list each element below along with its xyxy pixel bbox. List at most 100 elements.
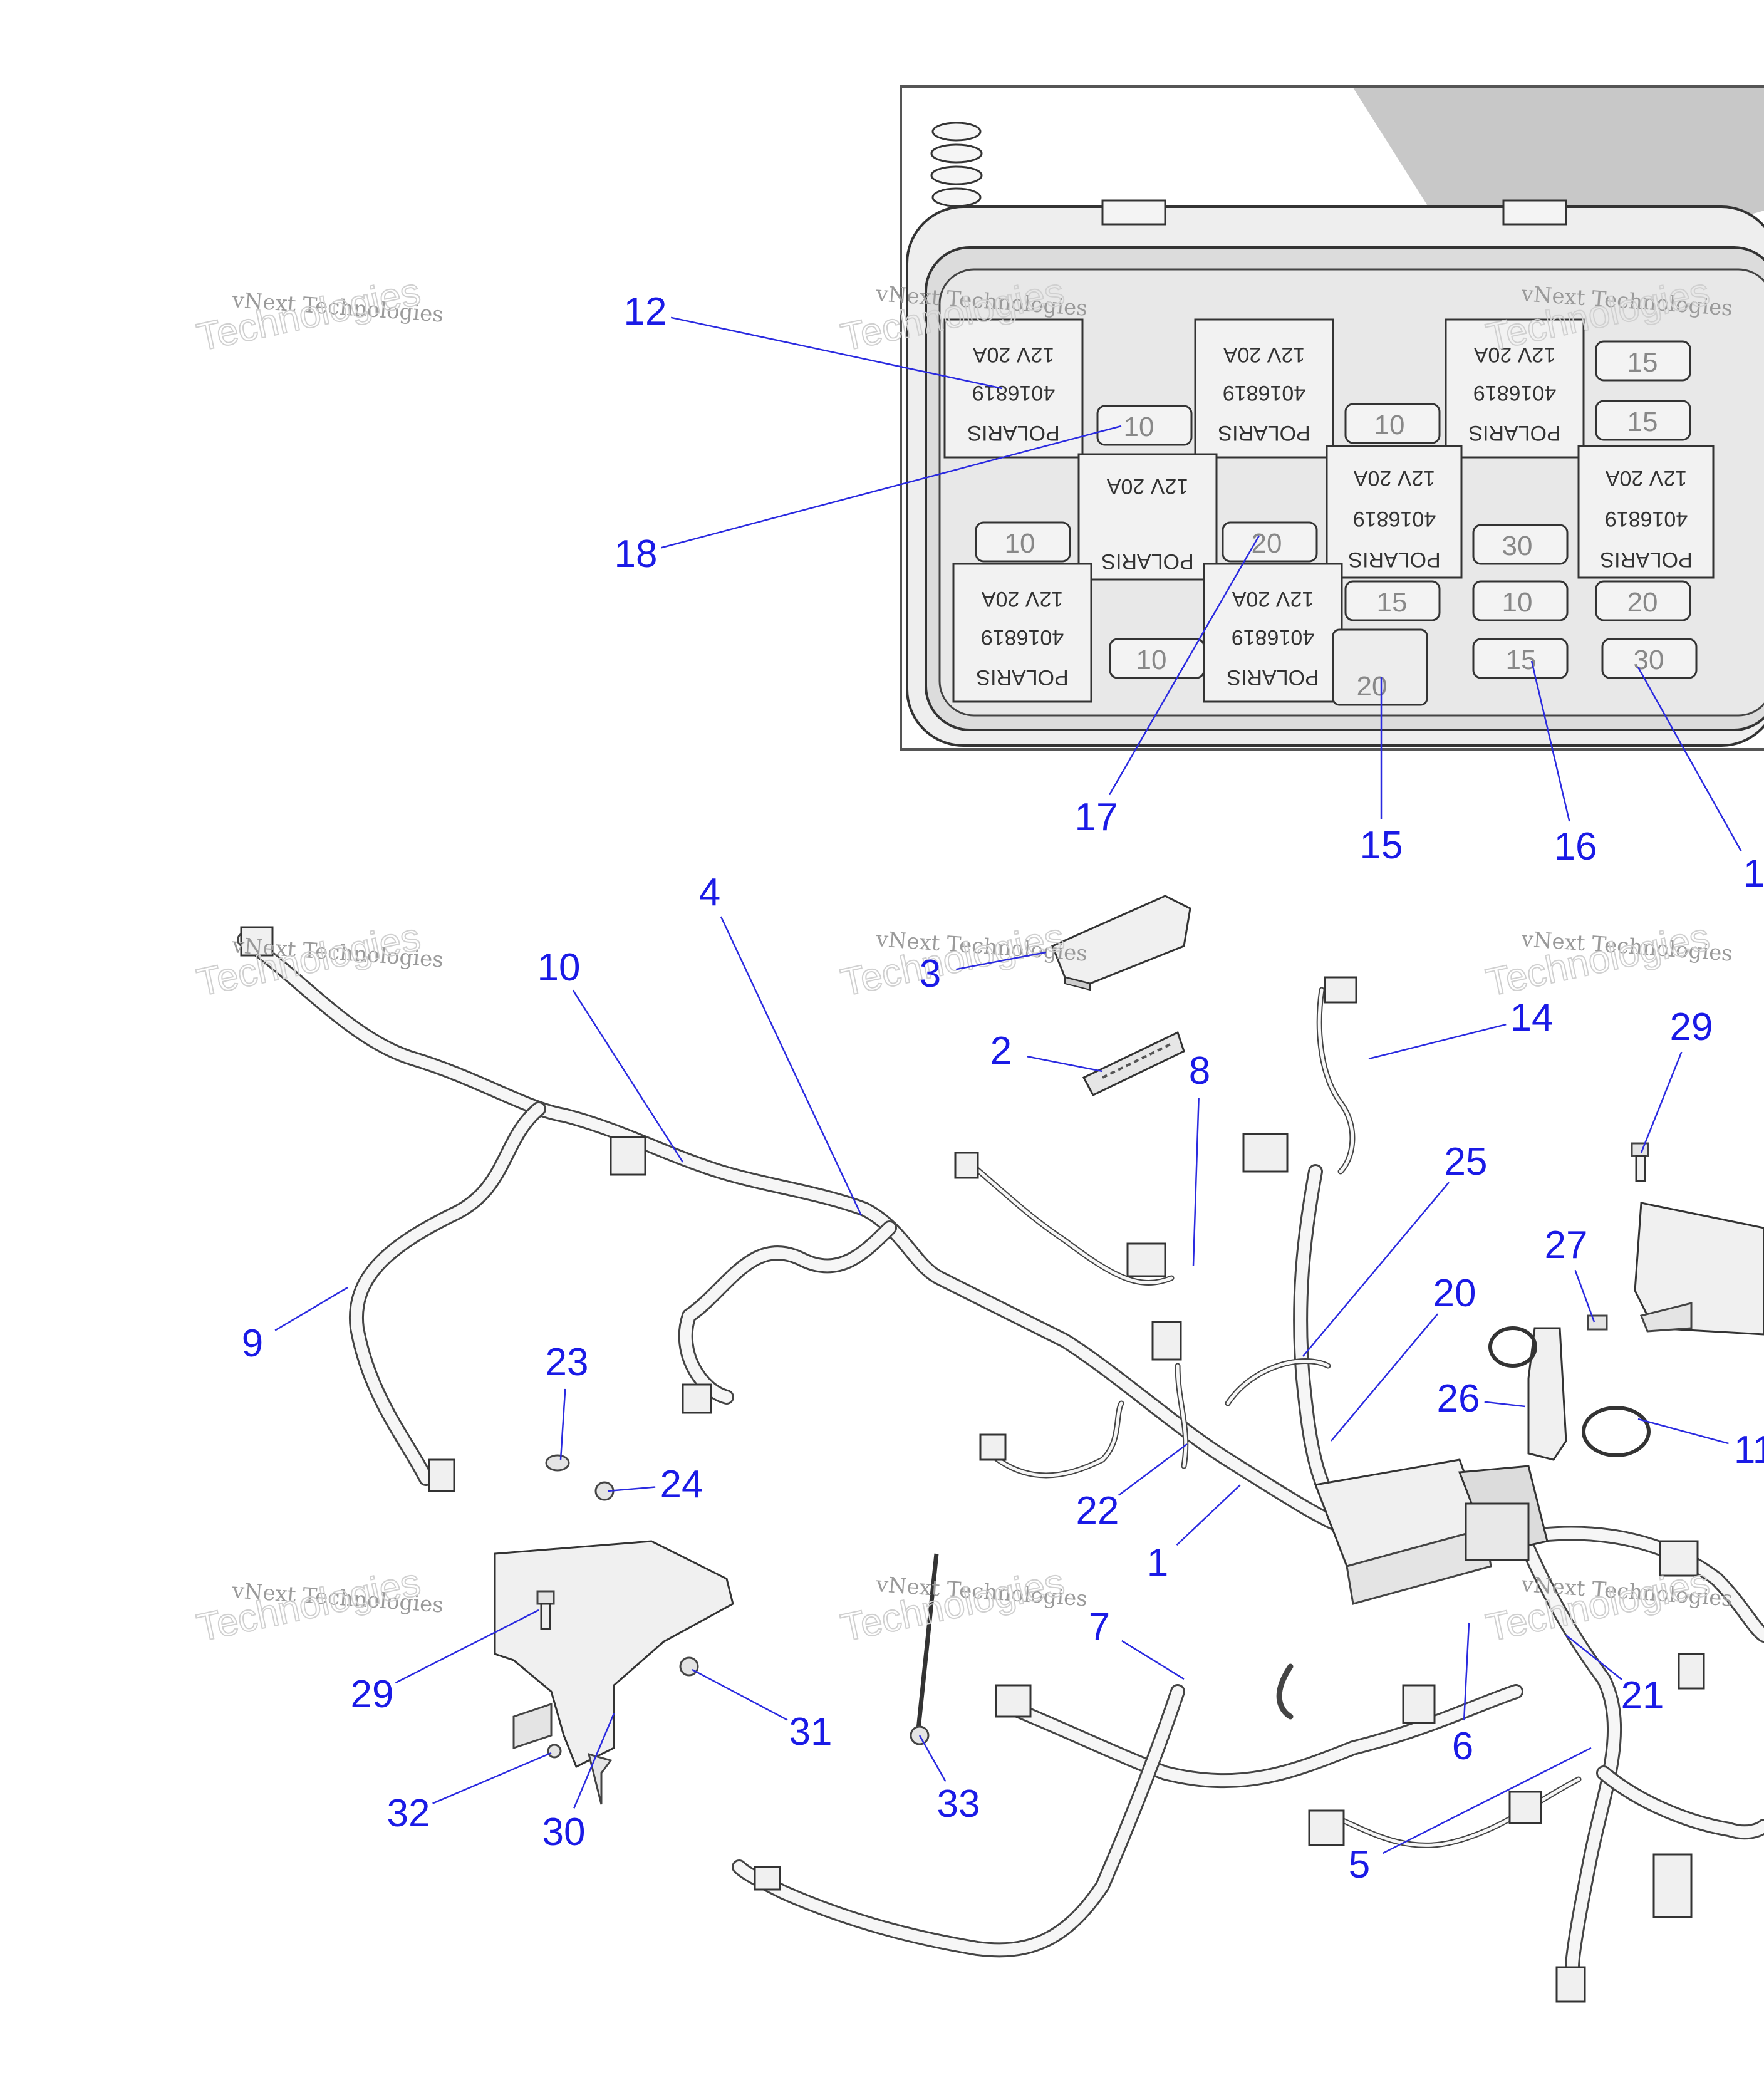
callout-6: 6 — [1452, 1622, 1473, 1768]
leader-line — [1637, 1418, 1729, 1445]
fuse: 20 — [1222, 521, 1318, 563]
callout-number: 3 — [920, 952, 941, 996]
callout-27: 27 — [1545, 1224, 1595, 1323]
callout-number: 29 — [1670, 1006, 1713, 1049]
fuse: 30 — [1472, 524, 1569, 565]
callout-number: 16 — [1554, 825, 1597, 868]
leader-line — [559, 1388, 566, 1460]
bolt-29-upper — [1631, 1142, 1649, 1182]
fuse: 30 — [1601, 638, 1698, 679]
callout-33: 33 — [918, 1735, 980, 1826]
relay-rating: 12V 20A — [1605, 466, 1687, 490]
fuse: 15 — [1595, 340, 1691, 382]
callout-7: 7 — [1089, 1605, 1185, 1680]
fuse-rating: 15 — [1627, 347, 1658, 378]
fuse: 20 — [1332, 628, 1428, 706]
callout-number: 26 — [1437, 1377, 1480, 1420]
relay-rating: 12V 20A — [972, 343, 1054, 367]
callout-number: 6 — [1452, 1725, 1473, 1768]
loop-tie-upper — [1488, 1326, 1537, 1368]
fuse-rating: 10 — [1124, 412, 1154, 442]
callout-1: 1 — [1147, 1484, 1241, 1584]
fuse-group: 15 15 10 10 10 20 30 20 10 15 20 10 15 3… — [975, 340, 1698, 706]
cover-part-upper-right — [1634, 1202, 1764, 1336]
callout-number: 18 — [615, 533, 658, 576]
callout-25: 25 — [1302, 1140, 1487, 1357]
callout-29: 29 — [351, 1609, 539, 1716]
harness-fuse-box — [1314, 1458, 1549, 1605]
leader-line — [720, 916, 863, 1216]
leader-line — [1118, 1443, 1188, 1496]
leader-line — [1463, 1622, 1470, 1721]
watermark-outline: Technologies — [194, 1561, 424, 1650]
relay-rating: 12V 20A — [1232, 587, 1314, 611]
callout-number: 5 — [1349, 1843, 1370, 1886]
relay-rating: 12V 20A — [1106, 474, 1188, 498]
housing-clip — [1101, 199, 1166, 226]
leader-line — [607, 1486, 656, 1492]
callout-number: 27 — [1545, 1224, 1588, 1267]
fuse-rating: 30 — [1502, 531, 1533, 561]
relay-brand: POLARIS — [976, 665, 1068, 689]
relay-rating: 12V 20A — [1353, 466, 1435, 490]
leader-line — [432, 1752, 552, 1804]
leader-line — [1302, 1182, 1450, 1357]
callout-26: 26 — [1437, 1377, 1526, 1420]
callout-17: 17 — [1075, 535, 1260, 839]
callout-14: 14 — [1368, 996, 1553, 1060]
callout-9: 9 — [242, 1286, 348, 1365]
watermark-outline: Technologies — [194, 270, 424, 360]
leader-line — [1530, 660, 1570, 822]
callout-10: 10 — [537, 946, 684, 1163]
callout-number: 12 — [624, 290, 667, 333]
callout-number: 23 — [546, 1341, 589, 1384]
relay-brand: POLARIS — [967, 421, 1059, 445]
screw-27 — [1587, 1314, 1608, 1331]
leader-line — [573, 1713, 615, 1809]
leader-line — [1382, 1747, 1592, 1854]
fuse-rating: 10 — [1136, 645, 1167, 675]
leader-line — [1484, 1401, 1526, 1408]
fuse-rating: 20 — [1357, 671, 1388, 702]
callout-30: 30 — [542, 1713, 615, 1854]
callout-number: 2 — [990, 1029, 1012, 1073]
fuse-rating: 30 — [1634, 645, 1664, 675]
leader-line — [1192, 1097, 1200, 1266]
leader-line — [395, 1609, 539, 1684]
leader-line — [1637, 667, 1742, 851]
relay-brand: POLARIS — [1218, 421, 1310, 445]
callout-number: 7 — [1089, 1605, 1110, 1648]
relay-part-number: 4016819 — [1353, 507, 1436, 531]
bracket-26 — [1527, 1327, 1567, 1461]
callout-number: 4 — [699, 871, 720, 914]
leader-line — [274, 1286, 348, 1331]
bolt-29-lower — [536, 1590, 555, 1630]
callout-20: 20 — [1331, 1272, 1476, 1442]
fuse-rating: 10 — [1005, 528, 1035, 559]
rivet-31 — [679, 1656, 699, 1677]
fuse-rating: 20 — [1252, 528, 1282, 559]
callout-number: 8 — [1189, 1049, 1210, 1093]
callout-number: 31 — [789, 1710, 833, 1754]
fuse: 10 — [1472, 580, 1569, 621]
relay-brand: POLARIS — [1468, 421, 1560, 445]
relay: 12V 20A 4016819 POLARIS — [1203, 563, 1343, 703]
leader-line — [1640, 1051, 1683, 1153]
relay: 12V 20A POLARIS — [1077, 453, 1218, 581]
leader-line — [918, 1735, 947, 1782]
callout-number: 10 — [537, 946, 581, 989]
screw-23 — [545, 1454, 570, 1472]
fuse: 10 — [1344, 403, 1441, 444]
callout-18: 18 — [615, 425, 1122, 576]
leader-line — [1108, 535, 1260, 796]
callout-21: 21 — [1565, 1635, 1664, 1717]
watermark-outline: Technologies — [838, 1561, 1068, 1650]
relay-rating: 12V 20A — [1223, 343, 1305, 367]
fuse-rating: 10 — [1374, 410, 1405, 440]
relay-brand: POLARIS — [1600, 548, 1692, 571]
callout-8: 8 — [1189, 1049, 1210, 1266]
watermark-outline: Technologies — [838, 915, 1068, 1005]
relay: 12V 20A 4016819 POLARIS — [1194, 318, 1334, 459]
leader-line — [1331, 1313, 1438, 1442]
callout-1: 1 — [1637, 667, 1764, 895]
